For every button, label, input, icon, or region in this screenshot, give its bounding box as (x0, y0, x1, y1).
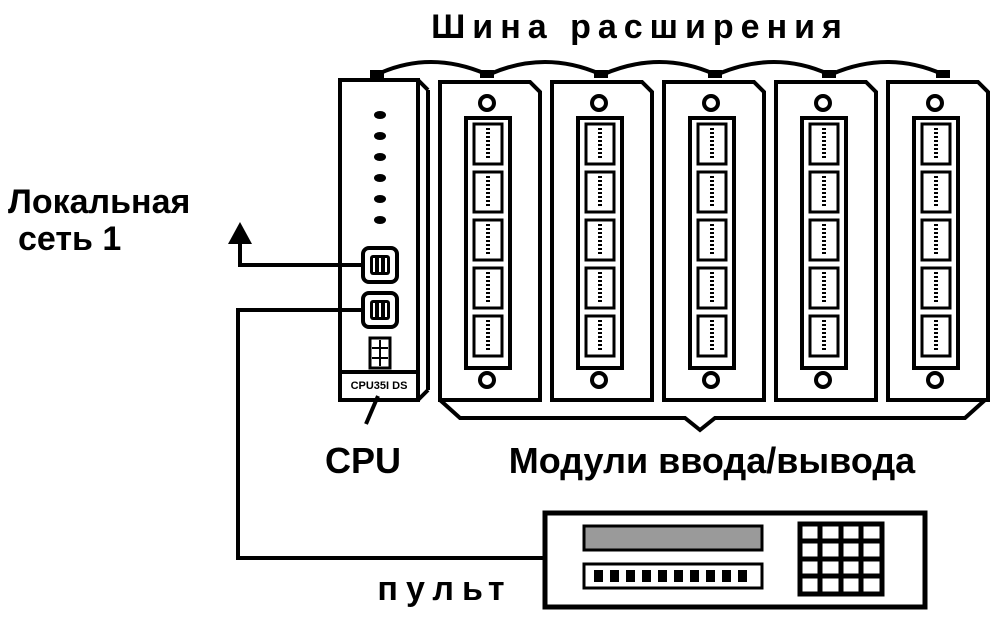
console-key-row (582, 562, 764, 590)
bus-label: Шина расширения (431, 8, 849, 46)
io-modules-bracket (438, 398, 987, 433)
cpu-port-console (361, 291, 399, 329)
lan-connection (228, 222, 363, 267)
cpu-label: CPU (325, 440, 401, 481)
io-module (438, 80, 542, 402)
network-label-line1: Локальная (8, 183, 190, 221)
console-connection (236, 308, 545, 560)
cpu-plate-text: CPU35I DS (351, 380, 408, 392)
io-module (774, 80, 878, 402)
io-module (886, 80, 990, 402)
io-module (662, 80, 766, 402)
cpu-port-lan (361, 246, 399, 284)
modules-label: Модули ввода/вывода (509, 440, 916, 481)
console-label: пульт (377, 570, 512, 608)
console-device (542, 510, 928, 610)
network-label-line2: сеть 1 (18, 220, 121, 258)
console-keypad (797, 521, 885, 597)
console-display (582, 524, 764, 552)
cpu-small-connector (368, 336, 392, 370)
expansion-bus (370, 60, 950, 78)
cpu-indicators (374, 111, 386, 224)
io-modules (438, 80, 990, 402)
cpu-module: CPU35I DS (338, 78, 430, 402)
cpu-pointer (364, 395, 380, 425)
io-module (550, 80, 654, 402)
